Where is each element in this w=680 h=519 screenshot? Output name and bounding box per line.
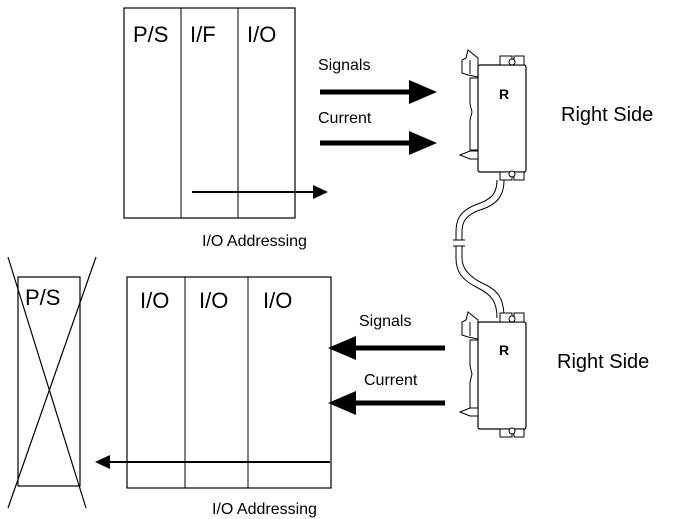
bottom-slot-io-label: I/O: [263, 288, 292, 313]
top-rack: P/S I/F I/O I/O Addressing: [123, 7, 328, 250]
cable-strand: [461, 179, 505, 240]
top-signals-label: Signals: [318, 57, 370, 74]
top-addressing-label: I/O Addressing: [202, 233, 307, 250]
bottom-current-arrow-head: [328, 391, 356, 415]
top-connector-pin: [458, 150, 479, 160]
bottom-connector-ear: [513, 428, 525, 438]
bottom-signals-label: Signals: [359, 313, 411, 330]
bottom-connector-pin: [458, 407, 479, 417]
bottom-slot-io-label: I/O: [140, 288, 169, 313]
top-connector-rail: [469, 77, 479, 151]
top-addressing-arrow-head: [313, 185, 328, 199]
bottom-addressing-arrow-head: [95, 455, 110, 469]
removed-ps-label: P/S: [25, 285, 60, 310]
cross-out-line: [7, 256, 87, 509]
top-slot-io-label: I/O: [247, 22, 276, 47]
bottom-connector-screw: [508, 315, 516, 323]
cable-strand: [455, 179, 498, 240]
bottom-addressing-label: I/O Addressing: [212, 501, 317, 518]
cable-strand: [461, 246, 505, 319]
top-connector-ear: [513, 171, 525, 181]
bottom-right-side-label: Right Side: [557, 351, 649, 373]
bottom-current-label: Current: [364, 372, 418, 389]
top-connector-body: [477, 64, 527, 173]
top-slot-if-label: I/F: [190, 22, 216, 47]
top-connector-ear: [513, 55, 525, 66]
bottom-rack-frame: [126, 276, 332, 489]
top-signal-arrows: Signals Current: [318, 57, 437, 155]
cross-out-line: [7, 256, 97, 509]
top-connector-screw: [508, 170, 516, 178]
top-rack-frame: [123, 7, 296, 219]
top-current-label: Current: [318, 110, 372, 127]
top-right-side-label: Right Side: [561, 104, 653, 126]
top-signals-arrow-head: [409, 80, 437, 104]
bottom-rack: I/O I/O I/O I/O Addressing: [95, 276, 332, 518]
top-current-arrow-head: [409, 131, 437, 155]
bottom-connector-letter: R: [499, 342, 509, 358]
top-connector-letter: R: [499, 86, 509, 102]
bottom-signal-arrows: Signals Current: [328, 313, 445, 415]
removed-ps-frame: [17, 276, 81, 487]
bottom-connector-screw: [508, 427, 516, 435]
bottom-connector-body: [477, 321, 527, 430]
expansion-cable: [453, 179, 505, 319]
bottom-connector: R: [458, 311, 527, 438]
top-slot-ps-label: P/S: [133, 22, 168, 47]
top-connector: R: [458, 49, 527, 181]
bottom-slot-io-label: I/O: [199, 288, 228, 313]
cable-strand: [455, 246, 498, 319]
bottom-connector-ear: [513, 312, 525, 323]
bottom-connector-rail: [469, 339, 479, 413]
bottom-signals-arrow-head: [328, 336, 356, 360]
removed-power-supply: P/S: [7, 256, 97, 509]
top-connector-screw: [508, 58, 516, 66]
